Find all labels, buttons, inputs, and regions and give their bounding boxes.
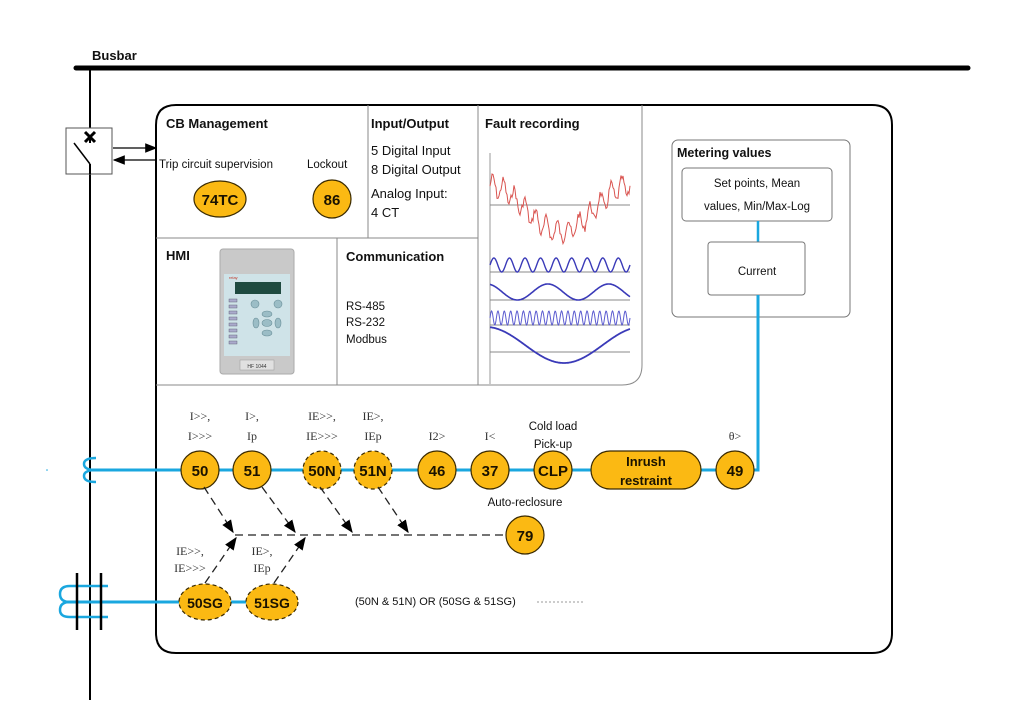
- function-code: 50N: [308, 463, 336, 480]
- function-label-1: IE>,: [362, 409, 383, 423]
- communication-title: Communication: [346, 249, 444, 264]
- io-line: 5 Digital Input: [371, 143, 451, 158]
- auto-reclosure-label: Auto-reclosure: [488, 497, 563, 509]
- function-51n-shape: [353, 450, 393, 490]
- protocol-item: RS-485: [346, 301, 385, 313]
- function-clp-shape: [533, 450, 573, 490]
- function-node[interactable]: 37 I<: [470, 429, 510, 490]
- function-label-2: IEp: [364, 429, 381, 443]
- function-label-2: IE>>>: [174, 561, 206, 575]
- function-label-2: I>>>: [188, 429, 213, 443]
- cb-management-title: CB Management: [166, 116, 269, 131]
- panel-grid: [156, 105, 643, 386]
- fault-recording-title: Fault recording: [485, 116, 580, 131]
- function-node[interactable]: 49 θ>: [715, 429, 755, 490]
- fault-waveform-red: [489, 173, 631, 246]
- function-label-1: I>,: [245, 409, 259, 423]
- function-code: 49: [727, 463, 744, 480]
- auto-reclose-logic: [203, 486, 505, 584]
- function-label-2: I<: [485, 429, 496, 443]
- function-50-shape: [180, 450, 220, 490]
- function-label-1: I>>,: [190, 409, 211, 423]
- function-code: CLP: [538, 463, 568, 480]
- function-label-2: θ>: [729, 429, 742, 443]
- function-50sg[interactable]: 50SG IE>>, IE>>>: [174, 544, 232, 621]
- function-code: 51N: [359, 463, 387, 480]
- function-label-2: Ip: [247, 429, 257, 443]
- setpoints-line-2: values, Min/Max-Log: [704, 201, 810, 213]
- function-37-shape: [470, 450, 510, 490]
- function-label-2: IEp: [253, 561, 270, 575]
- io-line: 4 CT: [371, 205, 399, 220]
- function-51-shape: [232, 450, 272, 490]
- legend-text: (50N & 51N) OR (50SG & 51SG): [355, 596, 516, 608]
- setpoints-line-1: Set points, Mean: [714, 178, 800, 190]
- io-title: Input/Output: [371, 116, 450, 131]
- inrush-line-1: Inrush: [626, 454, 666, 469]
- function-74tc-code: 74TC: [202, 192, 239, 209]
- function-74tc[interactable]: 74TC: [193, 180, 247, 218]
- function-code: 37: [482, 463, 499, 480]
- phase-current-wire: [92, 295, 760, 472]
- protocol-item: RS-232: [346, 317, 385, 329]
- metering-panel: [671, 139, 851, 318]
- function-code: 50: [192, 463, 209, 480]
- waveform-blue-1: [489, 257, 631, 273]
- trip-circuit-supervision-label: Trip circuit supervision: [159, 159, 273, 171]
- function-86-code: 86: [324, 192, 341, 209]
- function-node[interactable]: 46 I2>: [417, 429, 457, 490]
- function-label-1: IE>,: [251, 544, 272, 558]
- function-code: 51: [244, 463, 261, 480]
- hmi-device-image: relay HF 1044: [219, 248, 295, 375]
- inrush-restraint-shape: [590, 450, 702, 490]
- hmi-title: HMI: [166, 248, 190, 263]
- function-label-2: I2>: [429, 429, 446, 443]
- function-node[interactable]: 50 I>>, I>>>: [180, 409, 220, 490]
- svg-text:relay: relay: [229, 275, 238, 280]
- function-code: 50SG: [187, 595, 223, 611]
- function-86[interactable]: 86: [312, 179, 352, 219]
- fault-waveforms: [489, 153, 631, 384]
- inrush-line-2: restraint: [620, 473, 673, 488]
- waveform-blue-3: [489, 310, 631, 326]
- relay-outline: [155, 104, 893, 654]
- circuit-breaker-icon: [65, 127, 113, 175]
- function-shape: [245, 583, 299, 621]
- waveform-blue-2: [489, 283, 631, 301]
- phase-ct-icon: [82, 456, 97, 484]
- io-line: Analog Input:: [371, 186, 448, 201]
- setpoints-box[interactable]: [681, 167, 833, 222]
- function-code: 46: [429, 463, 446, 480]
- function-46-shape: [417, 450, 457, 490]
- protection-functions: 50 I>>, I>>> 51 I>, Ip 50N IE>>, IE>>> 51N IE>, IEp…: [174, 409, 755, 621]
- function-node[interactable]: 50N IE>>, IE>>>: [302, 409, 342, 490]
- function-node[interactable]: 51 I>, Ip: [232, 409, 272, 490]
- metering-title: Metering values: [677, 146, 772, 160]
- hmi-device-label: HF 1044: [247, 364, 266, 370]
- busbar-label: Busbar: [92, 48, 137, 63]
- function-shape: [178, 583, 232, 621]
- function-node[interactable]: Inrush restraint: [590, 450, 702, 490]
- function-label-2: IE>>>: [306, 429, 338, 443]
- function-label-1: IE>>,: [176, 544, 204, 558]
- io-line: 8 Digital Output: [371, 162, 461, 177]
- lockout-label: Lockout: [307, 159, 348, 171]
- current-label: Current: [738, 266, 777, 278]
- function-label-2: Pick-up: [534, 439, 572, 451]
- function-label-1: Cold load: [529, 421, 578, 433]
- protocol-item: Modbus: [346, 334, 387, 346]
- function-79-code: 79: [517, 528, 534, 545]
- function-79[interactable]: 79: [505, 515, 545, 555]
- function-node[interactable]: 51N IE>, IEp: [353, 409, 393, 490]
- waveform-blue-4: [489, 326, 631, 364]
- function-label-1: IE>>,: [308, 409, 336, 423]
- function-51sg[interactable]: 51SG IE>, IEp: [245, 544, 299, 621]
- function-49-shape: [715, 450, 755, 490]
- function-code: 51SG: [254, 595, 290, 611]
